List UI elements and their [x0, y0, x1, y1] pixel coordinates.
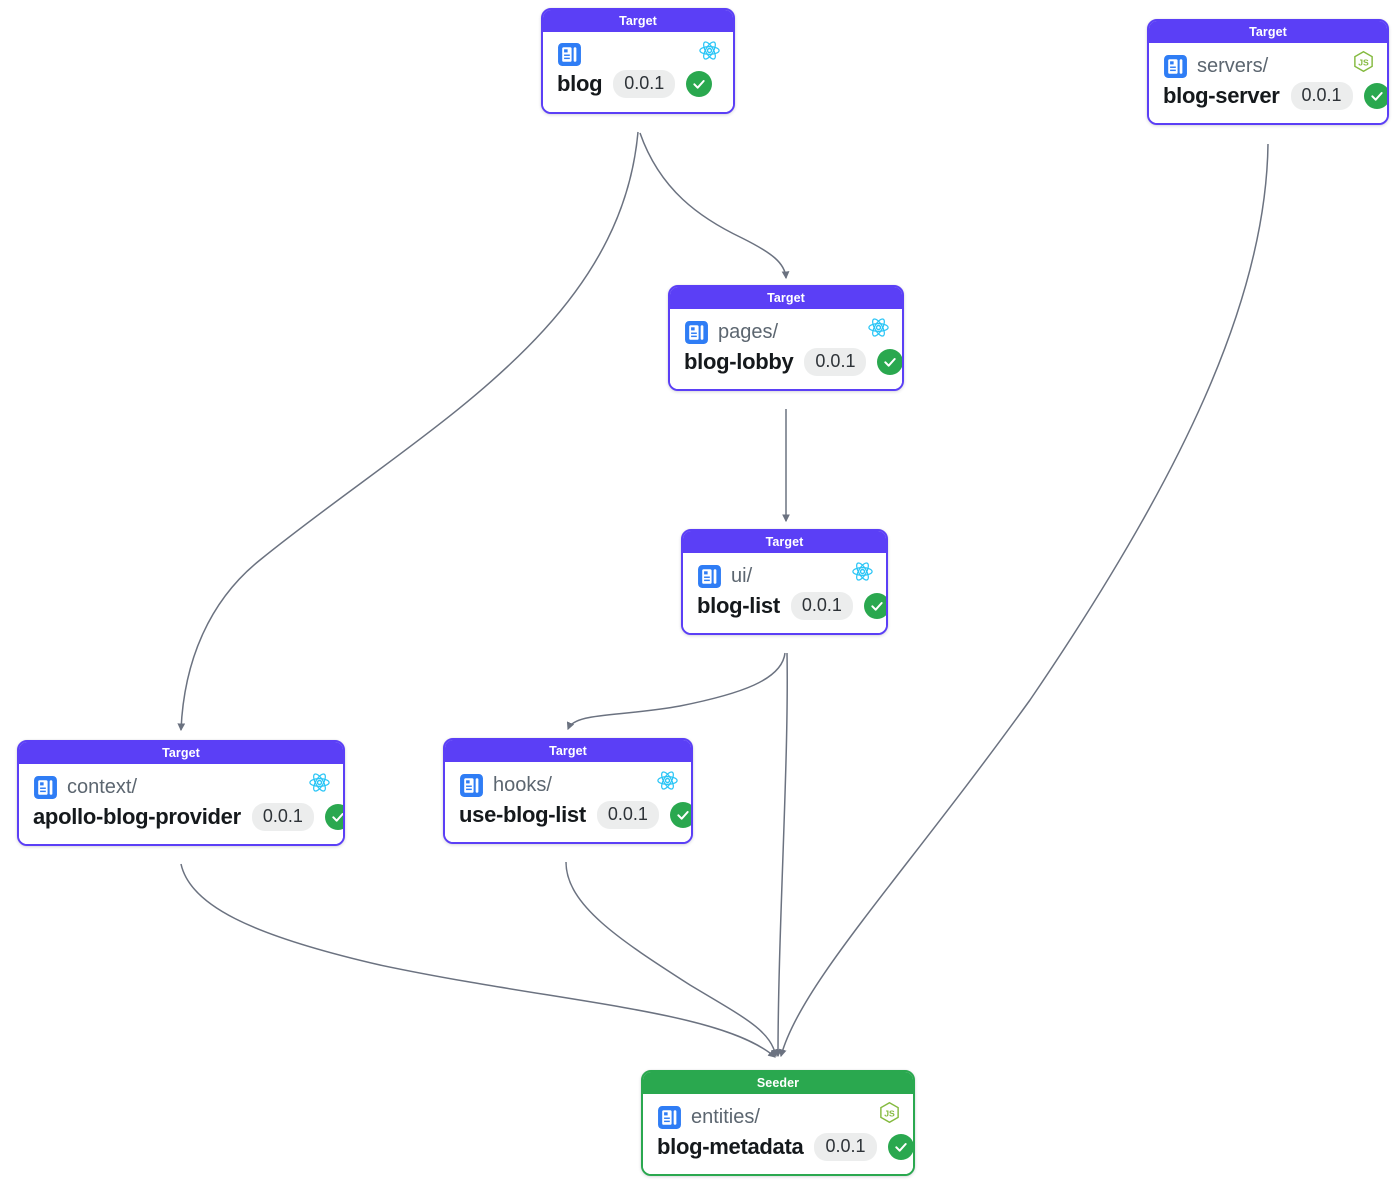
node-kind-label: Target — [1149, 21, 1387, 43]
node-kind-label: Target — [543, 10, 733, 32]
react-icon — [851, 560, 874, 583]
version-badge: 0.0.1 — [596, 801, 659, 829]
document-icon — [460, 773, 483, 797]
svg-text:JS: JS — [1358, 57, 1369, 67]
node-body: pages/ blog-lobby 0.0.1 — [670, 309, 902, 389]
version-badge: 0.0.1 — [1290, 82, 1353, 110]
graph-node-blog-list[interactable]: Target ui/ — [681, 529, 888, 635]
component-name: blog-lobby — [684, 349, 794, 374]
graph-node-blog-server[interactable]: Target JS servers/ bl — [1147, 19, 1389, 125]
nodejs-icon: JS — [878, 1101, 901, 1124]
node-body: JS servers/ blog-server 0.0.1 — [1149, 43, 1387, 123]
graph-node-use-blog-list[interactable]: Target hooks/ — [443, 738, 693, 844]
node-kind-label: Target — [445, 740, 691, 762]
component-name: blog-metadata — [657, 1134, 804, 1159]
react-icon — [867, 316, 890, 339]
version-badge: 0.0.1 — [251, 803, 314, 831]
react-icon — [308, 771, 331, 794]
status-check-icon — [686, 71, 713, 97]
document-icon — [698, 564, 721, 588]
node-body: ui/ blog-list 0.0.1 — [683, 553, 886, 633]
graph-node-apollo-blog-provider[interactable]: Target context/ — [17, 740, 345, 846]
react-icon — [698, 39, 721, 62]
svg-text:JS: JS — [884, 1108, 895, 1118]
graph-node-blog-lobby[interactable]: Target pages/ — [668, 285, 904, 391]
component-scope: pages/ — [718, 320, 779, 343]
component-scope: context/ — [67, 775, 138, 798]
document-icon — [658, 1105, 681, 1129]
edge-blog-to-apollo-blog-provider — [177, 131, 639, 732]
component-name: blog-list — [697, 593, 780, 618]
status-check-icon — [877, 349, 902, 375]
document-icon — [685, 320, 708, 344]
graph-node-blog-metadata[interactable]: Seeder JS entities/ b — [641, 1070, 915, 1176]
react-icon — [656, 769, 679, 792]
component-scope: ui/ — [731, 564, 753, 587]
component-name: use-blog-list — [459, 802, 586, 827]
component-name: blog — [557, 71, 603, 96]
node-body: JS entities/ blog-metadata 0.0.1 — [643, 1094, 913, 1174]
version-badge: 0.0.1 — [790, 592, 853, 620]
document-icon — [34, 775, 57, 799]
node-body: context/ apollo-blog-provider 0.0.1 — [19, 764, 343, 844]
node-kind-label: Target — [19, 742, 343, 764]
edge-blog-list-to-blog-metadata — [774, 652, 788, 1058]
status-check-icon — [324, 804, 343, 830]
status-check-icon — [1363, 83, 1387, 109]
version-badge: 0.0.1 — [814, 1133, 877, 1161]
edge-blog-list-to-use-blog-list — [566, 652, 786, 731]
edge-apollo-blog-provider-to-blog-metadata — [180, 863, 776, 1058]
component-name: blog-server — [1163, 83, 1280, 108]
nodejs-icon: JS — [1352, 50, 1375, 73]
component-scope: hooks/ — [493, 773, 552, 796]
status-check-icon — [863, 593, 886, 619]
version-badge: 0.0.1 — [613, 70, 676, 98]
document-icon — [1164, 54, 1187, 78]
document-icon — [558, 42, 581, 66]
node-body: hooks/ use-blog-list 0.0.1 — [445, 762, 691, 842]
node-body: blog 0.0.1 — [543, 32, 733, 112]
component-name: apollo-blog-provider — [33, 804, 241, 829]
component-scope: entities/ — [691, 1105, 760, 1128]
status-check-icon — [669, 802, 691, 828]
graph-node-blog[interactable]: Target — [541, 8, 735, 114]
node-kind-label: Target — [683, 531, 886, 553]
node-kind-label: Seeder — [643, 1072, 913, 1094]
component-scope: servers/ — [1197, 54, 1269, 77]
version-badge: 0.0.1 — [804, 348, 867, 376]
status-check-icon — [887, 1134, 913, 1160]
edge-use-blog-list-to-blog-metadata — [565, 861, 779, 1058]
edge-blog-to-blog-lobby — [639, 132, 790, 280]
node-kind-label: Target — [670, 287, 902, 309]
